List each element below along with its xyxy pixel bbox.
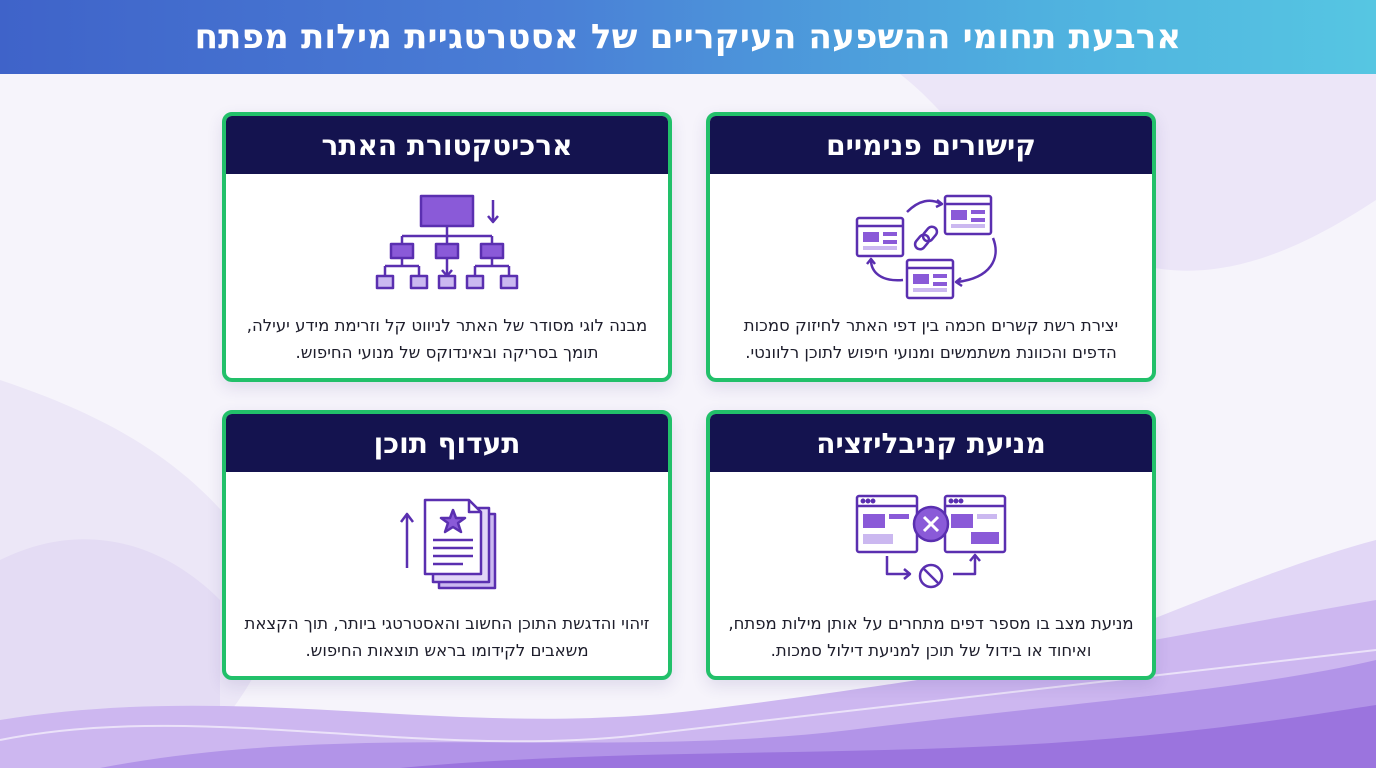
card-description: מבנה לוגי מסודר של האתר לניווט קל וזרימת… bbox=[246, 316, 648, 362]
card-site-architecture: ארכיטקטורת האתר bbox=[222, 112, 672, 382]
card-title: ארכיטקטורת האתר bbox=[226, 116, 668, 174]
card-cannibalization-prevention: מניעת קניבליזציה bbox=[706, 410, 1156, 680]
card-description: יצירת רשת קשרים חכמה בין דפי האתר לחיזוק… bbox=[743, 316, 1119, 362]
card-internal-links: קישורים פנימיים bbox=[706, 112, 1156, 382]
sitemap-hierarchy-icon bbox=[375, 194, 519, 290]
card-description: מניעת מצב בו מספר דפים מתחרים על אותן מי… bbox=[728, 614, 1134, 660]
starred-documents-icon bbox=[400, 498, 497, 590]
linked-pages-icon bbox=[855, 194, 997, 300]
page-header: ארבעת תחומי ההשפעה העיקריים של אסטרטגיית… bbox=[0, 0, 1376, 74]
card-title: תעדוף תוכן bbox=[226, 414, 668, 472]
card-content-prioritization: תעדוף תוכן זיהוי והדגשת התוכן החשוב והאס… bbox=[222, 410, 672, 680]
card-title: מניעת קניבליזציה bbox=[710, 414, 1152, 472]
page-title: ארבעת תחומי ההשפעה העיקריים של אסטרטגיית… bbox=[194, 17, 1182, 57]
conflicting-pages-icon bbox=[855, 494, 1007, 589]
card-title: קישורים פנימיים bbox=[710, 116, 1152, 174]
card-description: זיהוי והדגשת התוכן החשוב והאסטרטגי ביותר… bbox=[244, 614, 650, 660]
